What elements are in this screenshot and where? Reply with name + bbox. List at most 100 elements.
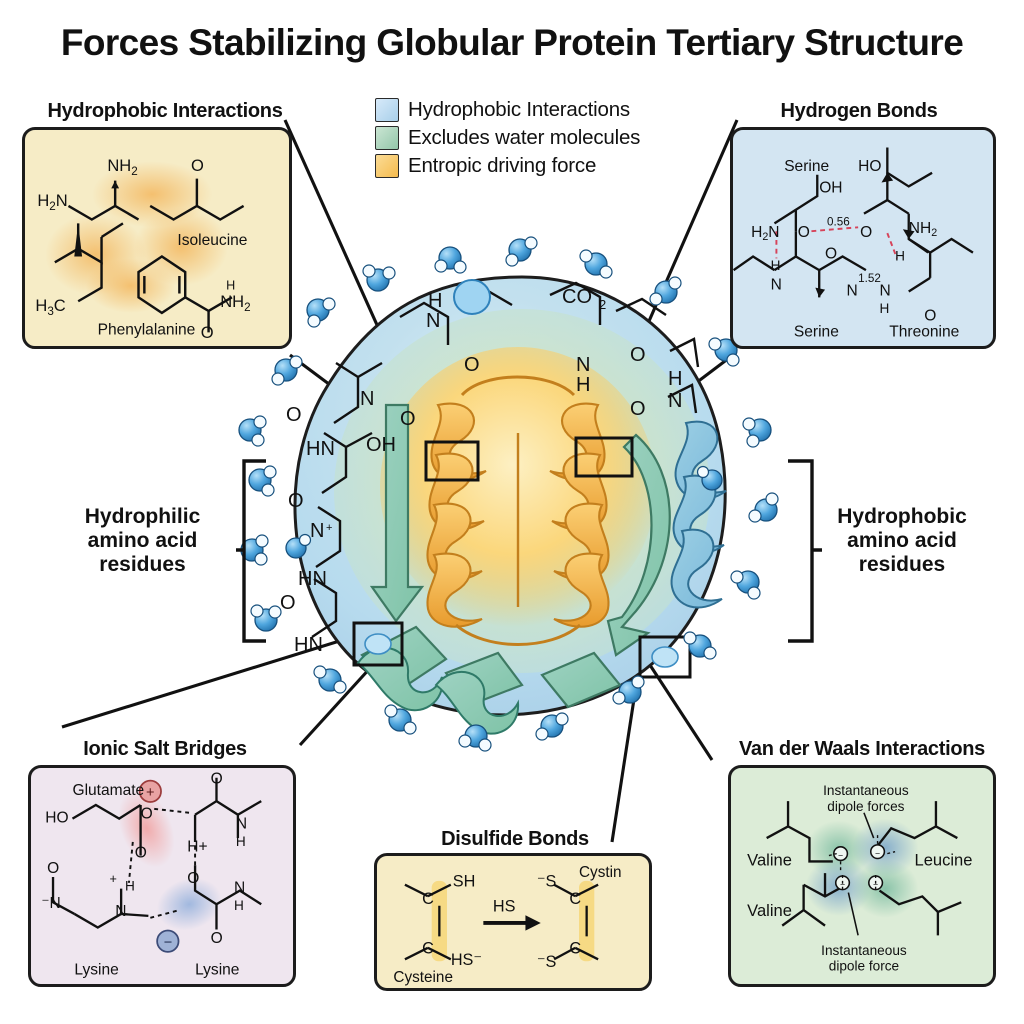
right-bracket [788, 459, 822, 643]
label-o-left: O [798, 224, 810, 241]
label-hydrophobic-residues: Hydrophobic amino acid residues [816, 505, 988, 577]
label-n-top: N [426, 310, 440, 332]
label-plus-small: + [109, 872, 116, 886]
label-glutamate: Glutamate [72, 782, 144, 799]
label-o-5: O [464, 354, 480, 376]
label-o-ketone: O [191, 156, 204, 175]
label-h-3: H [668, 368, 682, 390]
label-leucine: Leucine [915, 850, 973, 869]
label-line-1: Hydrophobic [837, 505, 967, 528]
label-c-bottom: C [422, 940, 434, 958]
panel-title-hydrophobic: Hydrophobic Interactions [47, 100, 283, 122]
page-title: Forces Stabilizing Globular Protein Tert… [60, 22, 964, 63]
reaction-arrow [483, 915, 541, 931]
svg-text:+: + [326, 522, 332, 534]
label-phenylalanine: Phenylalanine [98, 321, 196, 338]
label-o-blue: O [187, 870, 199, 887]
molecule-skeleton [54, 178, 245, 333]
label-h-2: H [576, 374, 590, 396]
label-h-top: H [428, 290, 442, 312]
label-n-mid: N [846, 282, 857, 299]
label-h-far-right: H [234, 898, 244, 913]
legend-swatch-green [375, 126, 399, 150]
legend-label: Entropic driving force [408, 154, 597, 177]
svg-text:2: 2 [599, 297, 606, 312]
label-threonine: Threonine [889, 323, 959, 340]
label-h-left: H [771, 258, 781, 273]
leader-line [847, 812, 875, 936]
wedge-bond [881, 172, 894, 183]
molecule-skeleton [404, 883, 599, 961]
label-h-right-sub: H [880, 301, 890, 316]
label-o-right: O [860, 224, 872, 241]
label-h3c: H3C [35, 296, 65, 318]
label-n-mid: N [115, 903, 126, 920]
label-instantaneous-top-2: dipole forces [827, 799, 904, 814]
label-serine-bottom: Serine [794, 323, 839, 340]
charge-blob-negative [156, 878, 222, 931]
legend-label: Hydrophobic Interactions [408, 98, 630, 121]
label-o-4: O [400, 408, 416, 430]
label-o-3: O [280, 592, 296, 614]
label-valine-bottom: Valine [747, 901, 792, 920]
svg-text:−: − [873, 880, 878, 890]
label-n-left: N [771, 277, 782, 294]
label-o-6: O [630, 344, 646, 366]
hydrogen-bond-line [775, 226, 898, 259]
label-o-charged: O [141, 806, 153, 823]
highlight-boxes [352, 436, 692, 679]
label-line-2: amino acid [87, 528, 198, 552]
surrounding-water-molecules [238, 236, 779, 752]
label-h2n: H2N [37, 191, 67, 213]
label-s-bottom: ⁻S [537, 953, 557, 971]
wedge-bond [111, 180, 120, 189]
legend-swatch-blue [375, 98, 399, 122]
wedge-bond [815, 287, 826, 298]
label-n-3: N [668, 390, 682, 412]
label-n-plus: N [310, 520, 324, 542]
svg-text:−: − [875, 849, 880, 859]
label-o-amide: O [201, 323, 214, 342]
legend-item-entropic: Entropic driving force [375, 154, 675, 178]
left-bracket [236, 459, 266, 643]
label-line-1: Hydrophilic [84, 505, 201, 528]
svg-text:+: + [146, 785, 155, 801]
panel-title-disulfide: Disulfide Bonds [441, 828, 589, 850]
legend-item-excludes-water: Excludes water molecules [375, 126, 675, 150]
label-o-1: O [286, 404, 302, 426]
hydrophobic-blob [45, 161, 229, 313]
label-instantaneous-bottom-2: dipole force [829, 958, 899, 973]
panel-title-hydrogen: Hydrogen Bonds [780, 100, 938, 122]
legend-item-hydrophobic: Hydrophobic Interactions [375, 98, 675, 122]
label-nh2: NH2 [909, 220, 937, 239]
label-h-right: H [236, 834, 246, 849]
alpha-helix-surface-right [670, 420, 727, 609]
label-o-double: O [135, 845, 147, 862]
panel-van-der-waals: − − − − Instantaneous dipole forces [728, 765, 996, 987]
bound-water-molecules [364, 279, 679, 668]
panel-ionic-salt-bridges: + − Glutamate HO O O O N H H+ O ⁻N O + H… [28, 765, 296, 987]
molecule-skeleton [51, 777, 262, 930]
label-h-amide: H [226, 279, 235, 293]
molecule-skeleton [766, 801, 962, 936]
label-o-left: O [47, 860, 59, 877]
label-ho: HO [858, 158, 881, 175]
label-line-2: amino acid [847, 528, 957, 552]
panel-hydrogen-bonds: Serine OH HO H2N O 0.56 O NH2 H N O 1.52… [730, 127, 996, 349]
label-h-right: H [895, 248, 905, 263]
label-serine-top: Serine [784, 158, 829, 175]
label-hydrophilic-residues: Hydrophilic amino acid residues [60, 505, 225, 577]
panel-title-vdw: Van der Waals Interactions [739, 738, 985, 760]
label-oh: OH [819, 179, 842, 196]
panel-title-ionic: Ionic Salt Bridges [83, 738, 247, 760]
panel-disulfide-bonds: SH C C HS⁻ Cysteine HS ⁻S C C ⁻S Cystin [374, 853, 652, 991]
charge-symbol-negative: − [156, 929, 180, 953]
label-lysine-right: Lysine [195, 961, 239, 978]
label-co2: CO [562, 286, 592, 308]
charge-symbol-positive: + [138, 779, 162, 803]
label-o-topright: O [211, 771, 223, 788]
label-h2n: H2N [751, 224, 779, 243]
label-c2-bottom: C [569, 940, 581, 958]
legend: Hydrophobic Interactions Excludes water … [375, 98, 675, 182]
label-n-left-minus: ⁻N [41, 895, 60, 912]
